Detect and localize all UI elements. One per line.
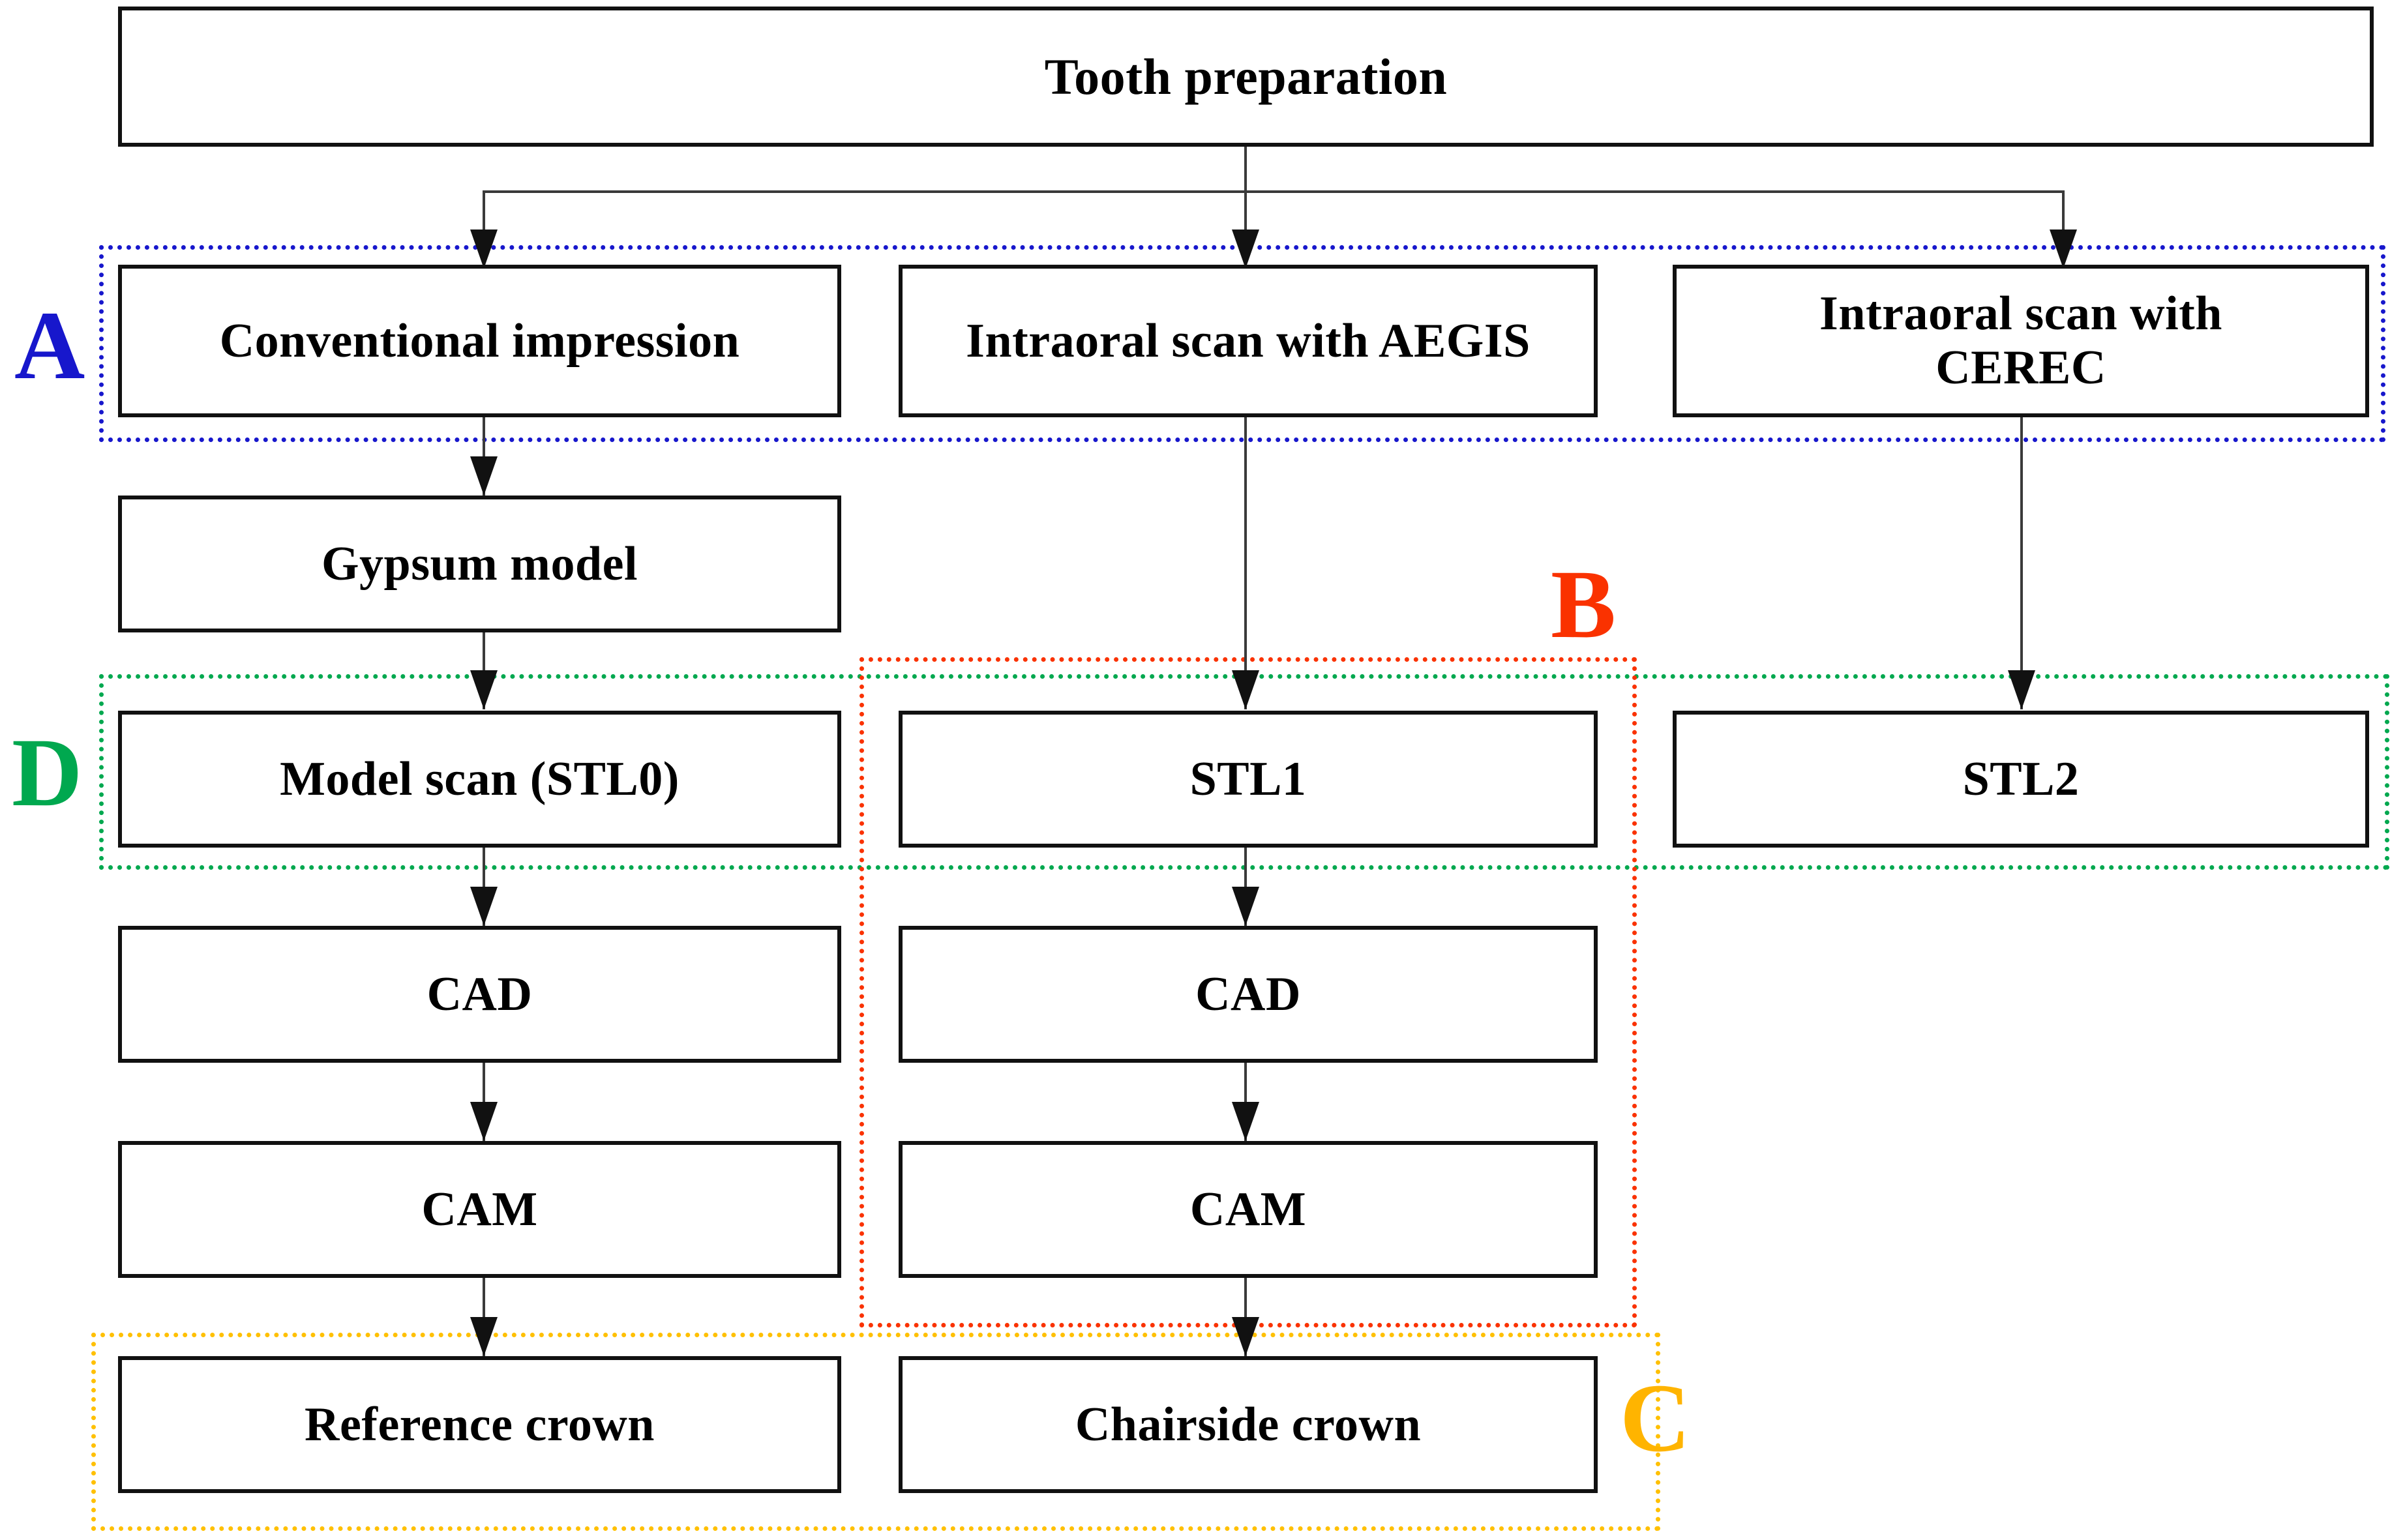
node-conventional-impression[interactable]: Conventional impression xyxy=(118,265,841,417)
node-cam-middle-label: CAM xyxy=(1189,1182,1307,1236)
node-cad-middle[interactable]: CAD xyxy=(899,926,1598,1063)
node-tooth-preparation-label: Tooth preparation xyxy=(1044,48,1448,105)
arrowhead-to-stl2 xyxy=(2008,670,2035,709)
group-frame-c xyxy=(91,1333,1660,1531)
arrowhead-to-chairside-crown xyxy=(1232,1317,1259,1356)
node-cad-left[interactable]: CAD xyxy=(118,926,841,1063)
node-reference-crown-label: Reference crown xyxy=(305,1397,655,1451)
node-chairside-crown[interactable]: Chairside crown xyxy=(899,1356,1598,1493)
node-model-scan-stl0-label: Model scan (STL0) xyxy=(280,752,680,806)
node-stl1[interactable]: STL1 xyxy=(899,711,1598,848)
node-conventional-impression-label: Conventional impression xyxy=(219,314,740,368)
node-intraoral-scan-cerec[interactable]: Intraoral scan with CEREC xyxy=(1673,265,2369,417)
node-gypsum-model[interactable]: Gypsum model xyxy=(118,496,841,632)
node-stl2-label: STL2 xyxy=(1962,752,2080,806)
arrowhead-to-cam-middle xyxy=(1232,1102,1259,1141)
node-chairside-crown-label: Chairside crown xyxy=(1075,1397,1422,1451)
group-label-d: D xyxy=(12,718,83,827)
arrowhead-to-intraoral-aegis xyxy=(1232,230,1259,269)
arrowhead-to-intraoral-cerec xyxy=(2050,230,2077,269)
group-label-c: C xyxy=(1620,1364,1691,1472)
node-reference-crown[interactable]: Reference crown xyxy=(118,1356,841,1493)
arrowhead-to-conventional-impression xyxy=(470,230,498,269)
node-tooth-preparation[interactable]: Tooth preparation xyxy=(118,7,2374,147)
node-intraoral-scan-cerec-label-line2: CEREC xyxy=(1935,341,2106,394)
arrowhead-to-gypsum-model xyxy=(470,456,498,496)
node-stl1-label: STL1 xyxy=(1189,752,1307,806)
node-cam-middle[interactable]: CAM xyxy=(899,1141,1598,1278)
arrowhead-to-cam-left xyxy=(470,1102,498,1141)
node-gypsum-model-label: Gypsum model xyxy=(321,537,638,591)
connector-cerec-to-stl2 xyxy=(2020,417,2023,709)
node-cad-left-label: CAD xyxy=(426,967,533,1021)
connector-aegis-to-stl1 xyxy=(1244,417,1247,709)
arrowhead-to-model-scan xyxy=(470,670,498,709)
arrowhead-to-cad-middle xyxy=(1232,887,1259,926)
arrowhead-to-stl1 xyxy=(1232,670,1259,709)
connector-branch-middle xyxy=(1244,190,1247,261)
arrowhead-to-reference-crown xyxy=(470,1317,498,1356)
node-cad-middle-label: CAD xyxy=(1195,967,1301,1021)
node-stl2[interactable]: STL2 xyxy=(1673,711,2369,848)
connector-trunk-vertical xyxy=(1244,147,1247,192)
connector-branch-right xyxy=(2062,190,2065,261)
connector-branch-left xyxy=(483,190,485,261)
group-label-a: A xyxy=(14,291,85,400)
connector-branch-bar xyxy=(483,190,2063,193)
node-cam-left-label: CAM xyxy=(421,1182,538,1236)
node-intraoral-scan-aegis-label: Intraoral scan with AEGIS xyxy=(966,314,1531,368)
node-model-scan-stl0[interactable]: Model scan (STL0) xyxy=(118,711,841,848)
node-intraoral-scan-cerec-label-line1: Intraoral scan with xyxy=(1819,287,2222,341)
node-intraoral-scan-aegis[interactable]: Intraoral scan with AEGIS xyxy=(899,265,1598,417)
arrowhead-to-cad-left xyxy=(470,887,498,926)
node-cam-left[interactable]: CAM xyxy=(118,1141,841,1278)
group-label-b: B xyxy=(1551,550,1617,659)
